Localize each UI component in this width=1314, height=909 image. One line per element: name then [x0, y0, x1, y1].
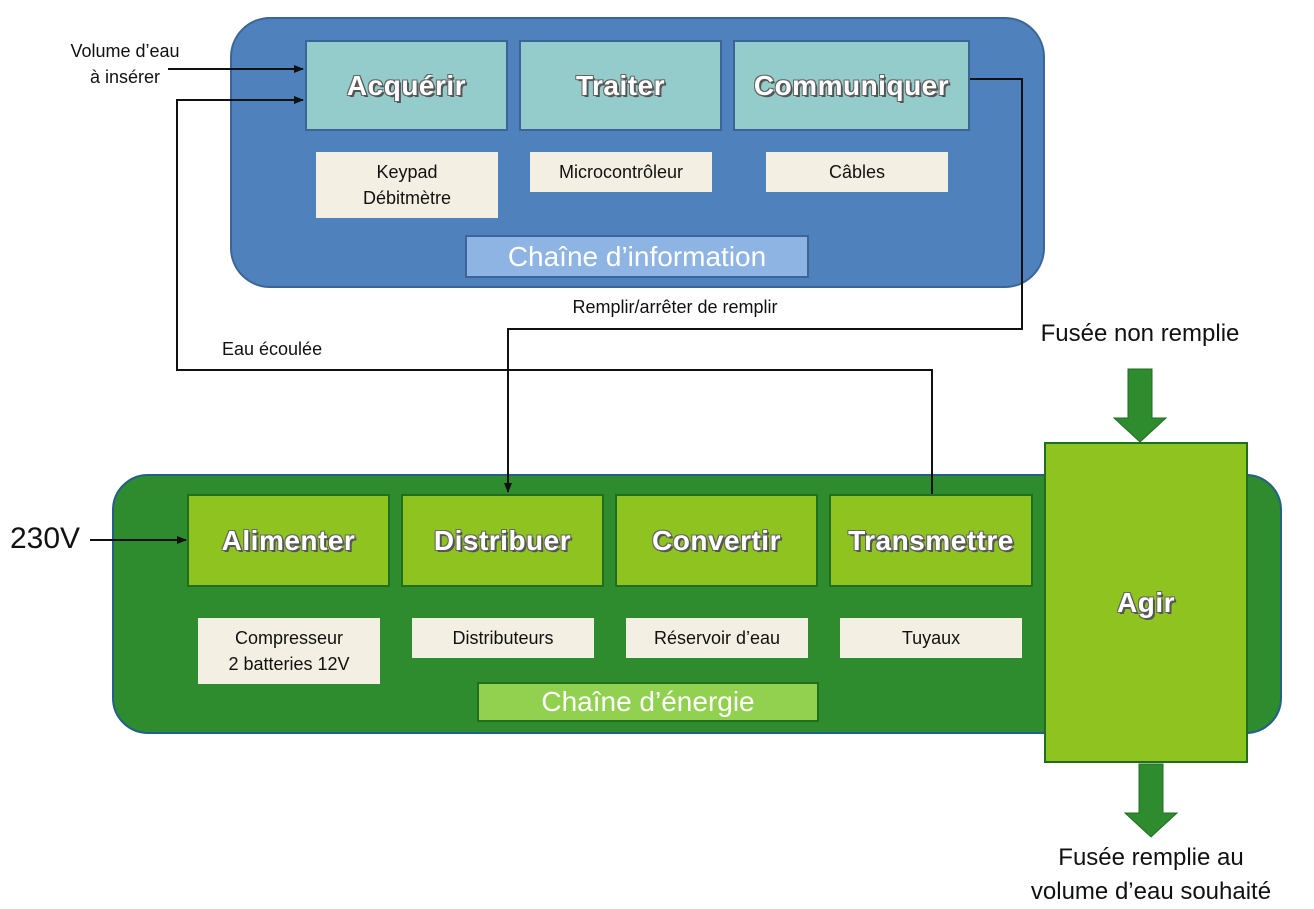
feedback-label: Eau écoulée [222, 339, 323, 359]
function-agir: Agir [1044, 442, 1248, 763]
power-label: 230V [10, 522, 81, 555]
matter-in-arrow [1112, 368, 1168, 443]
function-traiter: Traiter [519, 40, 722, 131]
component-distribuer: Distributeurs [412, 618, 594, 658]
matter-out-label: Fusée remplie au volume d’eau souhaité [1030, 844, 1272, 905]
component-convertir: Réservoir d’eau [626, 618, 808, 658]
function-convertir: Convertir [615, 494, 818, 587]
order-label: Remplir/arrêter de remplir [572, 297, 778, 317]
feedback-arrow [176, 96, 933, 494]
function-distribuer: Distribuer [401, 494, 604, 587]
component-acquerir: Keypad Débitmètre [316, 152, 498, 218]
information-chain-title: Chaîne d’information [465, 235, 809, 278]
energy-chain-title: Chaîne d’énergie [477, 682, 819, 722]
function-alimenter: Alimenter [187, 494, 390, 587]
function-acquerir: Acquérir [305, 40, 508, 131]
component-transmettre: Tuyaux [840, 618, 1022, 658]
matter-out-arrow [1123, 763, 1179, 838]
matter-in-label: Fusée non remplie [1040, 320, 1240, 347]
component-traiter: Microcontrôleur [530, 152, 712, 192]
volume-input-label: Volume d’eau à insérer [70, 41, 180, 87]
component-alimenter: Compresseur 2 batteries 12V [198, 618, 380, 684]
component-communiquer: Câbles [766, 152, 948, 192]
function-transmettre: Transmettre [829, 494, 1033, 587]
order-arrow [504, 78, 1023, 493]
function-communiquer: Communiquer [733, 40, 970, 131]
